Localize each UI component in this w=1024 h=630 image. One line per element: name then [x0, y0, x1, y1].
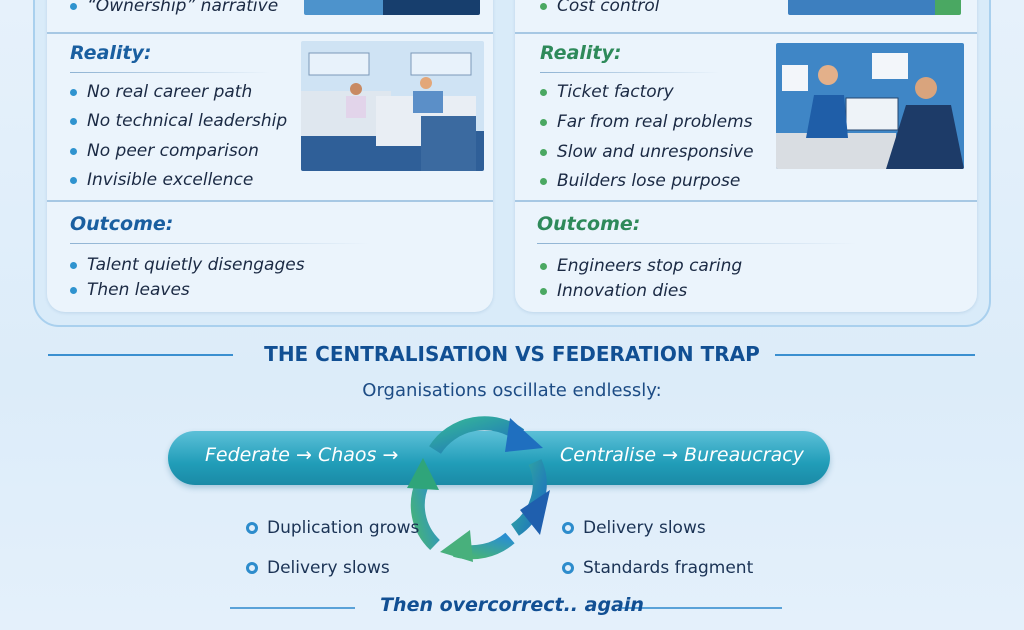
left-reality-item: Invisible excellence — [70, 170, 253, 190]
ring-bullet-icon — [562, 562, 574, 574]
bullet-dot-icon — [70, 261, 77, 269]
left-top-illustration — [304, 0, 480, 15]
right-top-illustration — [788, 0, 961, 15]
bullet-text: Engineers stop caring — [557, 256, 743, 276]
right-divider-2 — [515, 200, 977, 202]
left-outcome-item: Talent quietly disengages — [70, 255, 305, 275]
title-rule-right — [775, 354, 975, 356]
right-reality-underline — [540, 72, 720, 73]
left-outcome-item: Then leaves — [70, 280, 190, 300]
bullet-text: Innovation dies — [557, 281, 688, 301]
centralisation-effect-item: Delivery slows — [562, 518, 706, 538]
left-reality-heading: Reality: — [70, 42, 152, 64]
right-reality-item: Builders lose purpose — [540, 171, 740, 191]
bullet-dot-icon — [70, 88, 77, 96]
right-divider-1 — [515, 32, 977, 34]
bullet-dot-icon — [70, 286, 77, 294]
right-top-bullet: Cost control — [540, 0, 660, 16]
oscillation-band — [168, 431, 830, 485]
bullet-dot-icon — [70, 2, 77, 10]
bullet-text: Invisible excellence — [87, 170, 254, 190]
footer-text: Then overcorrect.. again — [380, 594, 644, 616]
bullet-dot-icon — [70, 147, 77, 155]
effect-text: Duplication grows — [267, 518, 420, 538]
ring-bullet-icon — [562, 522, 574, 534]
footer-rule-right — [622, 607, 782, 609]
left-outcome-heading: Outcome: — [70, 213, 174, 235]
right-outcome-heading: Outcome: — [537, 213, 641, 235]
right-outcome-item: Engineers stop caring — [540, 256, 742, 276]
federation-effect-item: Delivery slows — [246, 558, 390, 578]
bullet-dot-icon — [540, 262, 547, 270]
right-reality-item: Slow and unresponsive — [540, 142, 754, 162]
right-outcome-underline — [537, 243, 857, 244]
bullet-text: Slow and unresponsive — [557, 142, 754, 162]
bullet-text: Ticket factory — [557, 82, 674, 102]
right-reality-item: Ticket factory — [540, 82, 674, 102]
bullet-dot-icon — [70, 117, 77, 125]
ring-bullet-icon — [246, 522, 258, 534]
federate-chaos-label: Federate → Chaos → — [205, 444, 399, 466]
centralisation-effect-item: Standards fragment — [562, 558, 753, 578]
cycle-arrows-icon — [407, 416, 550, 562]
centralise-bureaucracy-label: Centralise → Bureaucracy — [560, 444, 804, 466]
left-reality-underline — [70, 72, 270, 73]
bullet-text: Then leaves — [87, 280, 190, 300]
bullet-text: Builders lose purpose — [557, 171, 741, 191]
left-top-bullet: “Ownership” narrative — [70, 0, 278, 16]
bullet-text: “Ownership” narrative — [87, 0, 279, 16]
left-outcome-underline — [70, 243, 370, 244]
bullet-dot-icon — [540, 287, 547, 295]
left-reality-item: No real career path — [70, 82, 252, 102]
ring-bullet-icon — [246, 562, 258, 574]
bullet-dot-icon — [540, 177, 547, 185]
right-reality-heading: Reality: — [540, 42, 622, 64]
bullet-dot-icon — [70, 176, 77, 184]
bullet-text: No technical leadership — [87, 111, 288, 131]
effect-text: Standards fragment — [583, 558, 754, 578]
bullet-dot-icon — [540, 2, 547, 10]
bullet-text: No real career path — [87, 82, 253, 102]
bullet-text: No peer comparison — [87, 141, 259, 161]
left-reality-item: No technical leadership — [70, 111, 287, 131]
office-cubicles-illustration — [301, 41, 484, 171]
effect-text: Delivery slows — [267, 558, 390, 578]
business-meeting-illustration — [776, 43, 964, 169]
federation-effect-item: Duplication grows — [246, 518, 419, 538]
bullet-dot-icon — [540, 118, 547, 126]
section-subtitle: Organisations oscillate endlessly: — [362, 380, 662, 401]
right-outcome-item: Innovation dies — [540, 281, 687, 301]
title-rule-left — [48, 354, 233, 356]
footer-rule-left — [230, 607, 355, 609]
bullet-text: Cost control — [557, 0, 660, 16]
bullet-dot-icon — [540, 148, 547, 156]
bullet-text: Talent quietly disengages — [87, 255, 305, 275]
left-divider-1 — [47, 32, 493, 34]
left-reality-item: No peer comparison — [70, 141, 259, 161]
effect-text: Delivery slows — [583, 518, 706, 538]
bullet-text: Far from real problems — [557, 112, 753, 132]
bullet-dot-icon — [540, 88, 547, 96]
right-reality-item: Far from real problems — [540, 112, 753, 132]
left-divider-2 — [47, 200, 493, 202]
section-title: THE CENTRALISATION VS FEDERATION TRAP — [264, 342, 760, 366]
